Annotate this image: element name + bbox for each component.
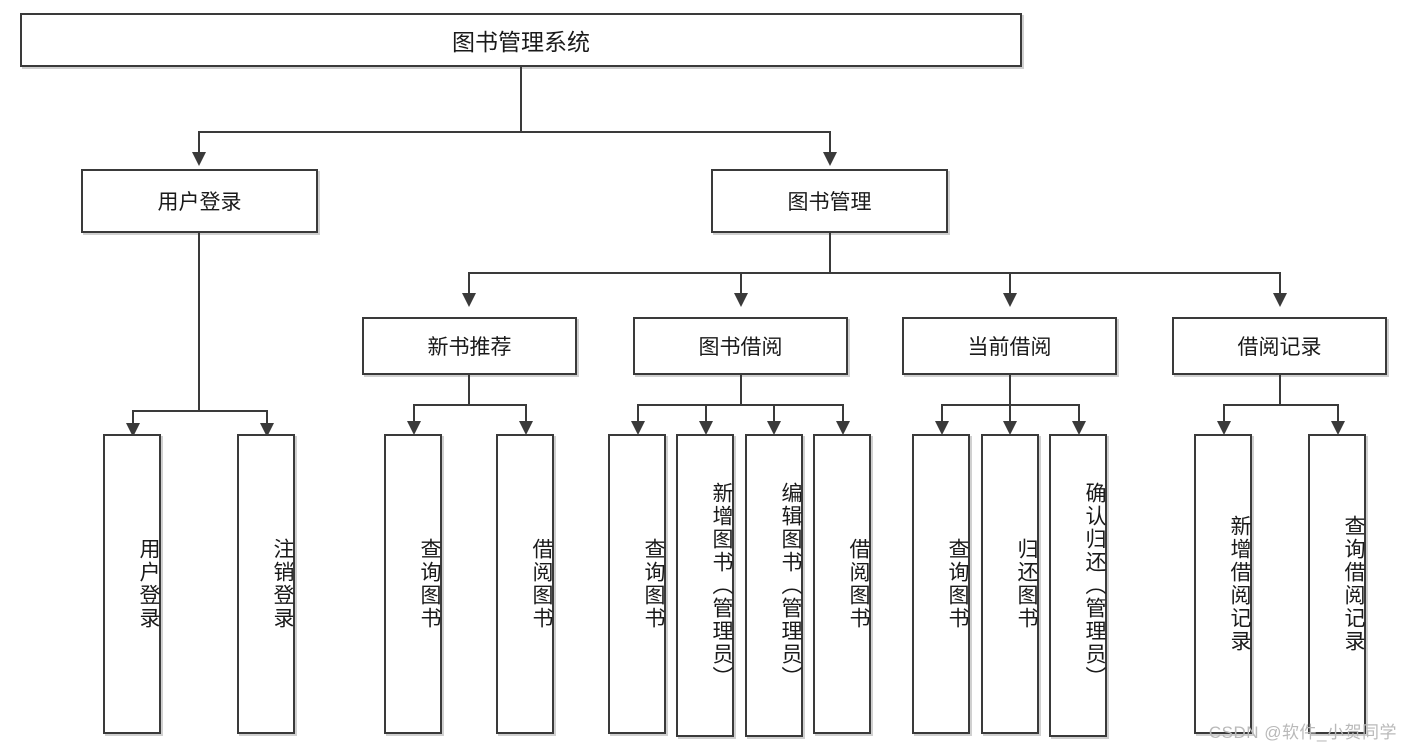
connector-to-new-books	[468, 272, 470, 296]
leaf-query-borrow-record[interactable]: 查询借阅记录	[1308, 434, 1366, 734]
connector-root-trunk	[520, 67, 522, 132]
arrow-br-leaf1	[1217, 421, 1231, 435]
connector-to-leaf-user-login	[132, 410, 134, 426]
arrow-bb-leaf4	[836, 421, 850, 435]
leaf-add-borrow-record[interactable]: 新增借阅记录	[1194, 434, 1252, 734]
arrow-to-borrow-books	[734, 293, 748, 307]
leaf-return-book[interactable]: 归还图书	[981, 434, 1039, 734]
arrow-to-leaf-logout	[260, 423, 274, 437]
arrow-nb-leaf1	[407, 421, 421, 435]
node-label: 新增图书（管理员）	[710, 482, 733, 689]
connector-user-login-bus	[132, 410, 266, 412]
node-current-borrow[interactable]: 当前借阅	[902, 317, 1117, 375]
node-root-system[interactable]: 图书管理系统	[20, 13, 1022, 67]
connector-cb-leaf2	[1009, 404, 1011, 424]
connector-to-user-login	[198, 131, 200, 155]
connector-nb-leaf2	[525, 404, 527, 424]
arrow-nb-leaf2	[519, 421, 533, 435]
leaf-query-book-borrow[interactable]: 查询图书	[608, 434, 666, 734]
connector-record-bus	[1223, 404, 1337, 406]
node-label: 借阅图书	[530, 538, 553, 630]
connector-bb-leaf3	[773, 404, 775, 424]
arrow-cb-leaf2	[1003, 421, 1017, 435]
node-label: 用户登录	[137, 538, 160, 630]
leaf-logout[interactable]: 注销登录	[237, 434, 295, 734]
arrow-to-book-manage	[823, 152, 837, 166]
leaf-confirm-return-admin[interactable]: 确认归还（管理员）	[1049, 434, 1107, 737]
node-label: 图书管理系统	[452, 29, 590, 55]
arrow-bb-leaf2	[699, 421, 713, 435]
node-label: 确认归还（管理员）	[1083, 482, 1106, 689]
node-label: 图书管理	[787, 191, 872, 214]
node-label: 查询借阅记录	[1342, 515, 1365, 653]
arrow-bb-leaf1	[631, 421, 645, 435]
arrow-to-borrow-record	[1273, 293, 1287, 307]
csdn-watermark: CSDN @软件_小贺同学	[1208, 723, 1397, 742]
node-label: 查询图书	[642, 538, 665, 630]
arrow-cb-leaf3	[1072, 421, 1086, 435]
leaf-user-login[interactable]: 用户登录	[103, 434, 161, 734]
leaf-borrow-book-recommend[interactable]: 借阅图书	[496, 434, 554, 734]
connector-borrow-bus	[637, 404, 842, 406]
connector-to-borrow-record	[1279, 272, 1281, 296]
leaf-query-book-current[interactable]: 查询图书	[912, 434, 970, 734]
connector-to-book-manage	[829, 131, 831, 155]
connector-new-books-trunk	[468, 375, 470, 405]
connector-level2-bus	[198, 131, 830, 133]
node-new-book-recommend[interactable]: 新书推荐	[362, 317, 577, 375]
connector-record-trunk	[1279, 375, 1281, 405]
connector-to-borrow-books	[740, 272, 742, 296]
connector-level3-bus	[468, 272, 1279, 274]
node-label: 编辑图书（管理员）	[779, 482, 802, 689]
connector-to-current-borrow	[1009, 272, 1011, 296]
connector-to-leaf-logout	[266, 410, 268, 426]
node-label: 归还图书	[1015, 538, 1038, 630]
arrow-br-leaf2	[1331, 421, 1345, 435]
leaf-add-book-admin[interactable]: 新增图书（管理员）	[676, 434, 734, 737]
node-label: 当前借阅	[967, 336, 1052, 359]
connector-cb-leaf1	[941, 404, 943, 424]
arrow-to-current-borrow	[1003, 293, 1017, 307]
node-user-login[interactable]: 用户登录	[81, 169, 318, 233]
node-book-management[interactable]: 图书管理	[711, 169, 948, 233]
arrow-to-leaf-user-login	[126, 423, 140, 437]
node-borrow-record[interactable]: 借阅记录	[1172, 317, 1387, 375]
node-label: 查询图书	[946, 538, 969, 630]
node-label: 新增借阅记录	[1228, 515, 1251, 653]
leaf-query-book-recommend[interactable]: 查询图书	[384, 434, 442, 734]
node-label: 用户登录	[157, 191, 242, 214]
connector-book-manage-trunk	[829, 233, 831, 273]
leaf-edit-book-admin[interactable]: 编辑图书（管理员）	[745, 434, 803, 737]
connector-bb-leaf1	[637, 404, 639, 424]
node-label: 借阅图书	[847, 538, 870, 630]
connector-br-leaf1	[1223, 404, 1225, 424]
arrow-to-new-books	[462, 293, 476, 307]
node-label: 新书推荐	[427, 336, 512, 359]
arrow-bb-leaf3	[767, 421, 781, 435]
connector-user-login-trunk	[198, 233, 200, 411]
connector-br-leaf2	[1337, 404, 1339, 424]
leaf-borrow-book[interactable]: 借阅图书	[813, 434, 871, 734]
node-label: 借阅记录	[1237, 336, 1322, 359]
node-label: 图书借阅	[698, 336, 783, 359]
connector-new-books-bus	[413, 404, 525, 406]
node-label: 注销登录	[271, 538, 294, 630]
arrow-cb-leaf1	[935, 421, 949, 435]
connector-current-trunk	[1009, 375, 1011, 405]
connector-bb-leaf2	[705, 404, 707, 424]
node-label: 查询图书	[418, 538, 441, 630]
connector-borrow-trunk	[740, 375, 742, 405]
arrow-to-user-login	[192, 152, 206, 166]
connector-nb-leaf1	[413, 404, 415, 424]
connector-cb-leaf3	[1078, 404, 1080, 424]
node-book-borrow[interactable]: 图书借阅	[633, 317, 848, 375]
connector-bb-leaf4	[842, 404, 844, 424]
